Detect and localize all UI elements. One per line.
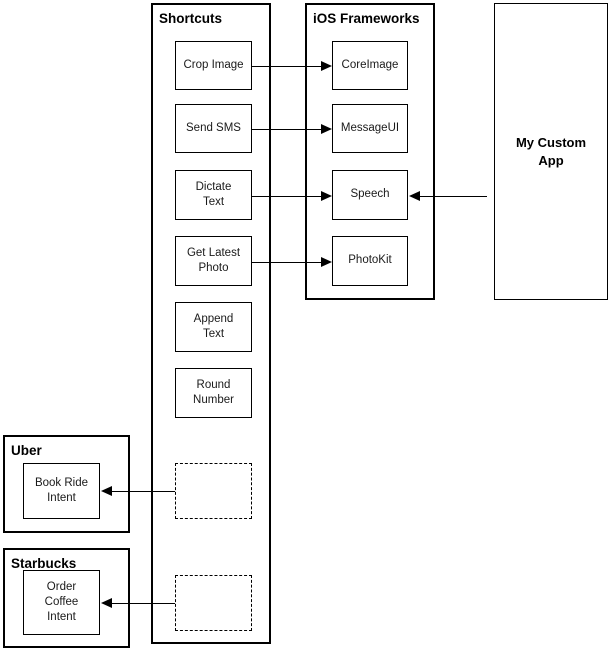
arrowhead-placeholder-to-ordercoffee — [101, 598, 112, 608]
group-title-shortcuts: Shortcuts — [159, 11, 223, 26]
shortcut-dictate-text-label: Dictate Text — [195, 180, 232, 208]
intent-order-coffee-intent[interactable]: Order Coffee Intent — [23, 570, 100, 635]
intent-book-ride-intent-label: Book Ride Intent — [34, 476, 89, 504]
shortcut-crop-image-label: Crop Image — [183, 58, 244, 71]
group-title-ios_frameworks: iOS Frameworks — [313, 11, 420, 26]
shortcut-append-text-label: Append Text — [193, 312, 234, 340]
intent-book-ride-intent[interactable]: Book Ride Intent — [23, 463, 100, 519]
shortcut-round-number[interactable]: Round Number — [175, 368, 252, 418]
framework-speech[interactable]: Speech — [332, 170, 408, 220]
group-title-uber: Uber — [11, 443, 42, 458]
connector-crop-to-coreimage — [252, 66, 322, 67]
framework-coreimage[interactable]: CoreImage — [332, 41, 408, 90]
connector-placeholder-to-ordercoffee — [110, 603, 175, 604]
intent-order-coffee-intent-label: Order Coffee Intent — [44, 580, 79, 624]
shortcut-placeholder-7[interactable] — [175, 575, 252, 631]
framework-photokit-label: PhotoKit — [348, 254, 392, 267]
shortcut-crop-image[interactable]: Crop Image — [175, 41, 252, 90]
arrowhead-dictate-to-speech — [321, 191, 332, 201]
arrowhead-customapp-to-speech — [409, 191, 420, 201]
shortcut-get-latest-photo[interactable]: Get Latest Photo — [175, 236, 252, 286]
shortcut-get-latest-photo-label: Get Latest Photo — [186, 246, 241, 274]
framework-messageui-label: MessageUI — [340, 121, 400, 134]
shortcut-send-sms[interactable]: Send SMS — [175, 104, 252, 153]
connector-customapp-to-speech — [418, 196, 487, 197]
shortcut-round-number-label: Round Number — [193, 378, 234, 406]
connector-dictate-to-speech — [252, 196, 322, 197]
connector-getphoto-to-photokit — [252, 262, 322, 263]
arrowhead-getphoto-to-photokit — [321, 257, 332, 267]
group-title-starbucks: Starbucks — [11, 556, 77, 571]
framework-speech-label: Speech — [350, 188, 390, 201]
connector-placeholder-to-bookride — [110, 491, 175, 492]
shortcut-dictate-text[interactable]: Dictate Text — [175, 170, 252, 220]
shortcut-placeholder-6[interactable] — [175, 463, 252, 519]
shortcut-append-text[interactable]: Append Text — [175, 302, 252, 352]
framework-coreimage-label: CoreImage — [341, 58, 399, 71]
shortcut-send-sms-label: Send SMS — [186, 121, 241, 134]
connector-sms-to-messageui — [252, 129, 322, 130]
framework-messageui[interactable]: MessageUI — [332, 104, 408, 153]
arrowhead-placeholder-to-bookride — [101, 486, 112, 496]
framework-photokit[interactable]: PhotoKit — [332, 236, 408, 286]
arrowhead-sms-to-messageui — [321, 124, 332, 134]
custom-app-box-label: My Custom App — [515, 135, 587, 168]
arrowhead-crop-to-coreimage — [321, 61, 332, 71]
custom-app-box[interactable]: My Custom App — [494, 3, 608, 300]
